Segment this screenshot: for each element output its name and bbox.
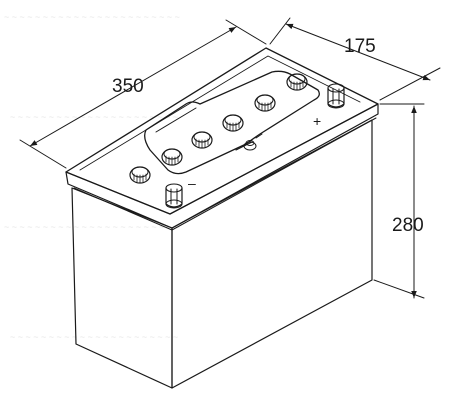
vent-cap bbox=[129, 166, 151, 184]
vent-caps bbox=[129, 73, 308, 184]
battery-front-face bbox=[171, 119, 373, 389]
height-dimension bbox=[373, 103, 425, 299]
negative-terminal bbox=[165, 183, 183, 209]
svg-text:~ ~ ~ ~ ~ ~ ~ ~ ~ ~ ~ ~ ~ ~ ~: ~ ~ ~ ~ ~ ~ ~ ~ ~ ~ ~ ~ ~ ~ ~ ~ ~ ~ ~ ~ … bbox=[4, 12, 180, 22]
length-label: 350 bbox=[112, 76, 144, 97]
vent-cap bbox=[191, 131, 213, 149]
battery-left-face bbox=[71, 187, 173, 389]
battery-lid-top bbox=[65, 47, 379, 215]
length-dimension bbox=[19, 19, 267, 169]
vent-cap bbox=[222, 114, 244, 132]
svg-text:~ ~ ~ ~ ~ ~ ~ ~ ~ ~ ~ ~ ~ ~ ~: ~ ~ ~ ~ ~ ~ ~ ~ ~ ~ ~ ~ ~ ~ ~ ~ ~ ~ ~ ~ … bbox=[10, 332, 178, 342]
negative-sign: – bbox=[188, 175, 196, 191]
width-label: 175 bbox=[344, 36, 376, 57]
watermark: ~ ~ ~ ~ ~ ~ ~ ~ ~ ~ ~ ~ ~ ~ ~ ~ ~ ~ ~ ~ … bbox=[4, 12, 180, 342]
positive-terminal bbox=[327, 83, 345, 109]
battery-lid-rim bbox=[65, 103, 379, 229]
vent-cap bbox=[254, 94, 276, 112]
connector-bolt bbox=[243, 140, 257, 151]
cell-connector-strap bbox=[144, 70, 320, 175]
svg-text:~ ~ ~ ~ ~ ~ ~ ~ ~ ~ ~ ~ ~ ~ ~: ~ ~ ~ ~ ~ ~ ~ ~ ~ ~ ~ ~ ~ ~ ~ ~ ~ ~ ~ ~ … bbox=[10, 112, 178, 122]
positive-sign: + bbox=[313, 113, 321, 129]
vent-cap bbox=[286, 73, 308, 91]
height-label: 280 bbox=[392, 215, 424, 236]
vent-cap bbox=[161, 148, 183, 166]
svg-text:~ ~ ~ ~ ~ ~ ~ ~ ~ ~ ~ ~ ~ ~ ~: ~ ~ ~ ~ ~ ~ ~ ~ ~ ~ ~ ~ ~ ~ ~ ~ ~ ~ ~ ~ … bbox=[4, 222, 180, 232]
width-dimension bbox=[269, 17, 441, 101]
